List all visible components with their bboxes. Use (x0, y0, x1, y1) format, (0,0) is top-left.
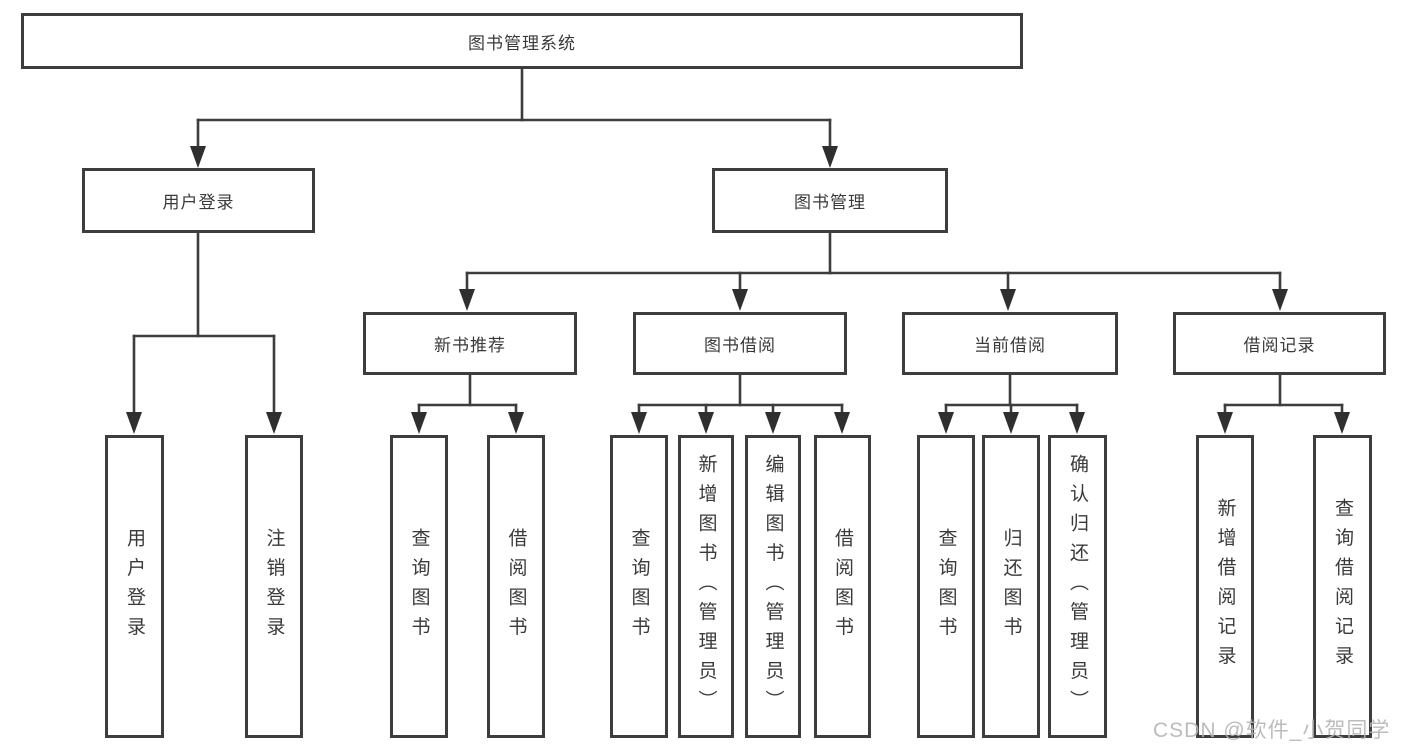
node-edit-books-admin: 编辑图书（管理员） (745, 435, 801, 738)
node-query-books-current: 查询图书 (917, 435, 975, 738)
node-confirm-return-admin-label: 确认归还（管理员） (1067, 453, 1088, 720)
csdn-watermark: CSDN @软件_小贺同学 (1153, 719, 1391, 742)
node-query-books-borrow: 查询图书 (610, 435, 668, 738)
node-add-books-admin-label: 新增图书（管理员） (695, 453, 717, 720)
node-borrow-books-action: 借阅图书 (814, 435, 871, 738)
node-edit-books-admin-label: 编辑图书（管理员） (762, 453, 784, 720)
node-library-system-label: 图书管理系统 (468, 33, 576, 53)
node-borrow-books-action-label: 借阅图书 (832, 527, 853, 646)
node-new-book-recommend: 新书推荐 (363, 312, 577, 375)
node-book-borrow-label: 图书借阅 (704, 336, 776, 355)
node-library-system: 图书管理系统 (21, 13, 1023, 69)
node-logout-action-label: 注销登录 (263, 527, 285, 646)
node-current-borrow-label: 当前借阅 (974, 336, 1046, 355)
node-add-borrow-record-label: 新增借阅记录 (1214, 498, 1236, 675)
node-add-books-admin: 新增图书（管理员） (678, 435, 734, 738)
node-query-borrow-record-label: 查询借阅记录 (1332, 498, 1353, 675)
node-new-book-recommend-label: 新书推荐 (434, 336, 506, 355)
node-query-books-recommend-label: 查询图书 (408, 527, 430, 646)
node-return-books: 归还图书 (982, 435, 1040, 738)
node-query-books-borrow-label: 查询图书 (628, 527, 650, 646)
node-book-borrow: 图书借阅 (633, 312, 847, 375)
node-borrow-books-recommend-label: 借阅图书 (505, 527, 527, 646)
node-borrow-records: 借阅记录 (1173, 312, 1386, 375)
node-user-login-action-label: 用户登录 (124, 527, 145, 646)
node-book-management-label: 图书管理 (794, 193, 866, 212)
node-current-borrow: 当前借阅 (902, 312, 1118, 375)
node-borrow-books-recommend: 借阅图书 (487, 435, 545, 738)
node-user-login: 用户登录 (82, 168, 315, 233)
node-logout-action: 注销登录 (245, 435, 303, 738)
node-user-login-action: 用户登录 (105, 435, 164, 738)
node-user-login-label: 用户登录 (162, 193, 235, 212)
node-confirm-return-admin: 确认归还（管理员） (1048, 435, 1107, 738)
node-book-management: 图书管理 (712, 168, 948, 233)
node-query-books-current-label: 查询图书 (935, 527, 957, 646)
node-query-borrow-record: 查询借阅记录 (1313, 435, 1372, 738)
node-borrow-records-label: 借阅记录 (1243, 336, 1316, 355)
node-add-borrow-record: 新增借阅记录 (1196, 435, 1254, 738)
node-return-books-label: 归还图书 (1000, 527, 1022, 646)
node-query-books-recommend: 查询图书 (390, 435, 448, 738)
